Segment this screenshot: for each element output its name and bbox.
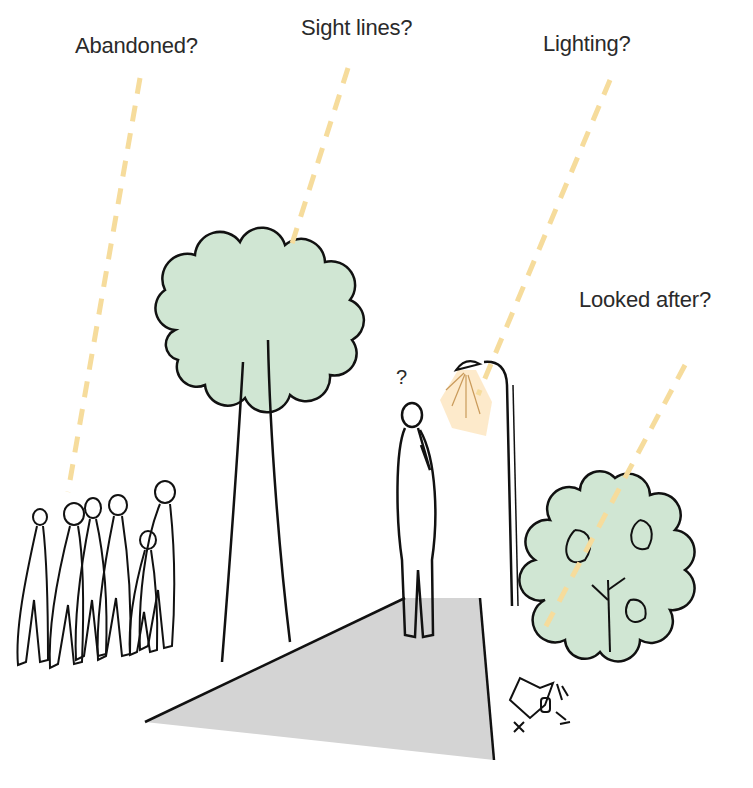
callout-label: Abandoned? [75, 33, 198, 59]
person-head [140, 531, 156, 549]
lamp-post [513, 385, 518, 606]
lamp-ray [465, 375, 466, 418]
person-head [33, 509, 47, 525]
leaf [631, 520, 652, 549]
tree-canopy [155, 228, 363, 413]
tree-trunk [222, 362, 243, 662]
person-body [98, 516, 131, 660]
lamp-head [456, 361, 480, 370]
litter [510, 678, 570, 732]
pavement-edge [480, 598, 494, 760]
bush-detail [566, 520, 651, 652]
person-head [155, 481, 175, 503]
person-head [85, 498, 101, 518]
litter-scrap [556, 712, 570, 724]
litter-paper [510, 678, 553, 718]
callout-label: Looked after? [579, 287, 711, 313]
litter-scrap [557, 684, 568, 700]
person-head [109, 495, 127, 515]
litter-scrap [514, 722, 524, 732]
pondering-person [397, 403, 435, 637]
lamp-ray [452, 374, 465, 406]
person-arm [418, 428, 430, 470]
bush [519, 471, 694, 661]
lamp-post [484, 362, 512, 606]
lamp-rays [446, 373, 480, 418]
person-body [130, 550, 158, 655]
leader-line [478, 80, 610, 395]
person-body [397, 428, 435, 637]
bush-stem [608, 580, 610, 652]
leader-line [290, 68, 348, 250]
tree-trunk [268, 340, 290, 642]
callout-label: Sight lines? [301, 15, 412, 41]
bush-stem [608, 578, 625, 590]
pavement-edge [145, 598, 405, 722]
person-body [17, 526, 48, 665]
lamp-ray [446, 373, 464, 390]
question-mark: ? [396, 366, 407, 389]
leader-line [68, 78, 140, 492]
leader-line [545, 365, 685, 628]
person-head [64, 503, 84, 525]
litter-can [541, 698, 550, 712]
person-head [402, 403, 422, 427]
leaf [626, 600, 646, 622]
crowd [17, 481, 175, 668]
lamp-glow [440, 370, 492, 436]
bush-stem [592, 585, 608, 600]
leader-lines [68, 68, 685, 628]
pavement [145, 598, 494, 760]
callout-label: Lighting? [543, 31, 631, 57]
